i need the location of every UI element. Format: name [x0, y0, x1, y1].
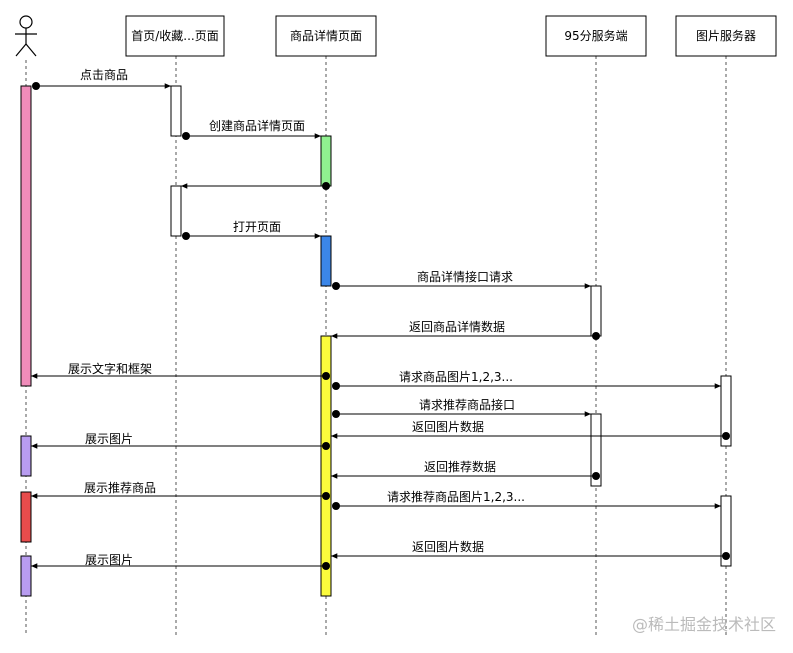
label-m6: 返回商品详情数据: [409, 319, 505, 334]
user-actor-icon: [15, 15, 37, 57]
label-m16: 展示图片: [85, 553, 133, 567]
label-m15: 返回图片数据: [412, 539, 484, 554]
label-m2: 创建商品详情页面: [209, 118, 305, 133]
label-m1: 点击商品: [80, 67, 128, 82]
header-home-label: 首页/收藏...页面: [131, 29, 219, 43]
activation-detail-open: [320, 235, 332, 287]
header-detail: 商品详情页面: [275, 15, 377, 57]
activation-user-main: [20, 85, 32, 387]
message-labels: 点击商品 创建商品详情页面 打开页面 商品详情接口请求 返回商品详情数据 展示文…: [68, 67, 525, 567]
header-detail-label: 商品详情页面: [290, 28, 362, 43]
lifelines: [25, 56, 727, 636]
header-home: 首页/收藏...页面: [125, 15, 225, 57]
activation-user-rec: [20, 491, 32, 543]
label-m9: 请求推荐商品接口: [419, 397, 515, 412]
source-dots: [32, 82, 730, 570]
activation-server-2: [590, 413, 602, 487]
label-m5: 商品详情接口请求: [417, 269, 513, 284]
activation-detail-create: [320, 135, 332, 187]
messages: [30, 83, 726, 569]
label-m10: 返回图片数据: [412, 419, 484, 434]
label-m12: 返回推荐数据: [424, 459, 496, 474]
header-server: 95分服务端: [545, 15, 647, 57]
label-m14: 请求推荐商品图片1,2,3...: [387, 489, 525, 504]
header-img: 图片服务器: [675, 15, 777, 57]
label-m4: 打开页面: [233, 220, 281, 234]
activations: [20, 85, 732, 597]
activation-home-2: [170, 185, 182, 237]
activation-home-1: [170, 85, 182, 137]
label-m7: 展示文字和框架: [68, 361, 152, 376]
watermark-text: @稀土掘金技术社区: [632, 615, 776, 634]
activation-img-1: [720, 375, 732, 447]
activation-user-img-2: [20, 555, 32, 597]
label-m13: 展示推荐商品: [84, 480, 156, 495]
label-m11: 展示图片: [85, 432, 133, 446]
activation-detail-main: [320, 335, 332, 597]
activation-user-img-1: [20, 435, 32, 477]
header-img-label: 图片服务器: [696, 28, 756, 43]
activation-server-1: [590, 285, 602, 337]
activation-img-2: [720, 495, 732, 567]
header-server-label: 95分服务端: [564, 28, 627, 43]
label-m8: 请求商品图片1,2,3...: [399, 369, 513, 384]
